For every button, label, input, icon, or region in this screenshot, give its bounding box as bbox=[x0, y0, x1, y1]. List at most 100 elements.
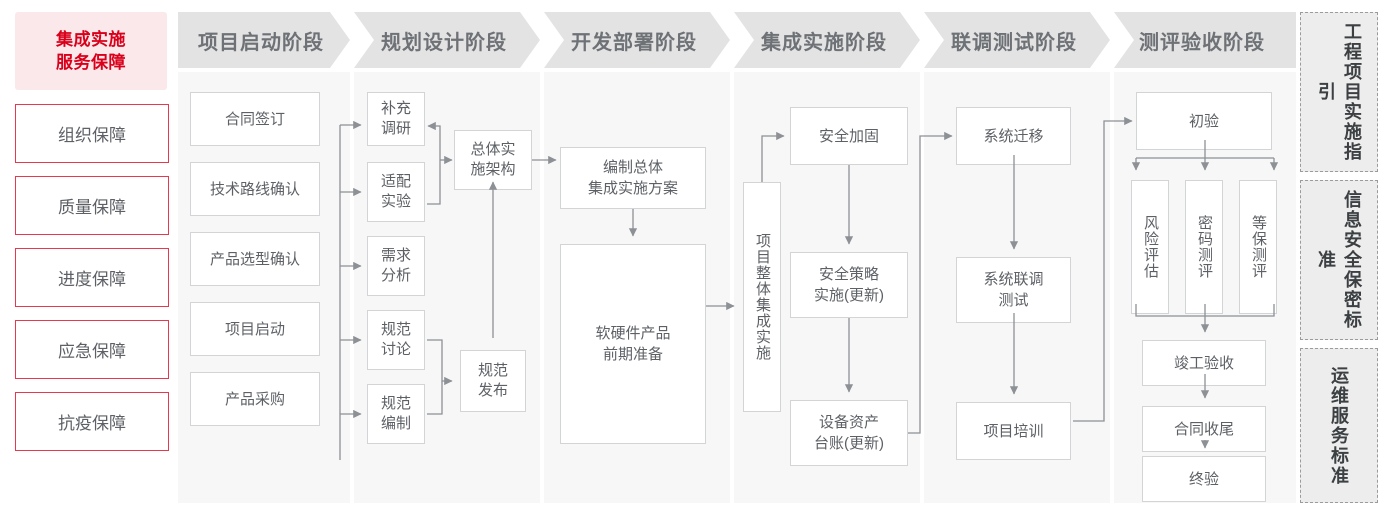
node-contract-signing[interactable]: 合同签订 bbox=[190, 92, 320, 146]
node-system-joint-test[interactable]: 系统联调测试 bbox=[956, 257, 1071, 323]
phase-header-5[interactable]: 联调测试阶段 bbox=[924, 12, 1110, 68]
standard-item-engineering-guideline[interactable]: 工程项目实施指引 bbox=[1300, 12, 1378, 172]
sidebar-item-organization[interactable]: 组织保障 bbox=[15, 104, 169, 163]
chevron-shape-icon bbox=[1114, 12, 1296, 68]
phase-header-1[interactable]: 项目启动阶段 bbox=[178, 12, 350, 68]
node-adaptation-experiment[interactable]: 适配实验 bbox=[367, 162, 425, 222]
node-label-line2: 施架构 bbox=[470, 161, 516, 178]
node-label-line1: 设备资产 bbox=[818, 414, 879, 431]
node-tech-route-confirm[interactable]: 技术路线确认 bbox=[190, 162, 320, 216]
node-label-line2: 实施(更新) bbox=[814, 287, 884, 304]
node-label: 补充调研 bbox=[381, 99, 411, 139]
sidebar-item-schedule[interactable]: 进度保障 bbox=[15, 248, 169, 307]
node-initial-acceptance[interactable]: 初验 bbox=[1136, 92, 1272, 150]
chevron-shape-icon bbox=[544, 12, 730, 68]
node-project-kickoff[interactable]: 项目启动 bbox=[190, 302, 320, 356]
phase-column-5: 联调测试阶段 系统迁移 系统联调测试 项目培训 bbox=[924, 12, 1110, 503]
phase-header-4-label: 集成实施阶段 bbox=[761, 31, 887, 54]
node-label-line1: 编制总体 bbox=[602, 159, 663, 176]
left-sidebar-header-line1: 集成实施 bbox=[56, 30, 126, 49]
node-security-hardening[interactable]: 安全加固 bbox=[790, 107, 908, 165]
node-security-policy-update[interactable]: 安全策略实施(更新) bbox=[790, 252, 908, 318]
node-label: 规范讨论 bbox=[381, 320, 411, 360]
node-label-line1: 规范 bbox=[380, 395, 411, 412]
node-product-procurement[interactable]: 产品采购 bbox=[190, 372, 320, 426]
node-label-line2: 讨论 bbox=[380, 341, 411, 358]
node-spec-drafting[interactable]: 规范编制 bbox=[367, 384, 425, 444]
node-label-line1: 总体实 bbox=[470, 141, 516, 158]
phase-header-4[interactable]: 集成实施阶段 bbox=[734, 12, 920, 68]
node-label: 等保测评 bbox=[1250, 215, 1267, 279]
chevron-shape-icon bbox=[354, 12, 540, 68]
node-mlps-evaluation[interactable]: 等保测评 bbox=[1239, 180, 1277, 314]
node-label: 终验 bbox=[1188, 470, 1219, 488]
node-label-line1: 规范 bbox=[477, 362, 508, 379]
node-spec-release[interactable]: 规范发布 bbox=[460, 350, 526, 412]
phase-header-3[interactable]: 开发部署阶段 bbox=[544, 12, 730, 68]
node-label: 产品采购 bbox=[224, 390, 285, 408]
node-label-line1: 规范 bbox=[380, 321, 411, 338]
node-spec-discussion[interactable]: 规范讨论 bbox=[367, 310, 425, 370]
sidebar-item-emergency[interactable]: 应急保障 bbox=[15, 320, 169, 379]
node-label: 产品选型确认 bbox=[209, 250, 300, 268]
node-label: 技术路线确认 bbox=[209, 180, 300, 198]
phase-header-6-label: 测评验收阶段 bbox=[1139, 31, 1265, 54]
node-label: 合同签订 bbox=[224, 110, 285, 128]
node-label: 初验 bbox=[1188, 112, 1219, 130]
sidebar-item-label: 质量保障 bbox=[58, 198, 126, 217]
node-label-line2: 分析 bbox=[380, 267, 411, 284]
node-label-line2: 前期准备 bbox=[602, 346, 663, 363]
node-overall-integration-plan[interactable]: 编制总体集成实施方案 bbox=[560, 147, 706, 209]
node-label: 软硬件产品前期准备 bbox=[595, 323, 670, 365]
node-requirement-analysis[interactable]: 需求分析 bbox=[367, 236, 425, 296]
node-label-line1: 安全策略 bbox=[818, 266, 879, 283]
node-overall-project-integration[interactable]: 项目整体集成实施 bbox=[743, 182, 781, 412]
node-completion-acceptance[interactable]: 竣工验收 bbox=[1142, 340, 1266, 386]
right-sidebar: 工程项目实施指引 信息安全保密标准 运维服务标准 bbox=[1300, 12, 1378, 503]
node-label: 安全策略实施(更新) bbox=[814, 264, 884, 306]
phase-header-2[interactable]: 规划设计阶段 bbox=[354, 12, 540, 68]
left-sidebar-header: 集成实施服务保障 bbox=[15, 12, 167, 90]
phase-header-5-label: 联调测试阶段 bbox=[951, 31, 1077, 54]
phase-column-6: 测评验收阶段 初验 风险评估 密码测评 等保测评 竣工验收 合同收尾 终验 bbox=[1114, 12, 1296, 503]
node-label-line2: 编制 bbox=[380, 415, 411, 432]
sidebar-item-label: 进度保障 bbox=[58, 270, 126, 289]
node-label: 项目启动 bbox=[224, 320, 285, 338]
phase-header-6[interactable]: 测评验收阶段 bbox=[1114, 12, 1296, 68]
node-label: 合同收尾 bbox=[1173, 420, 1234, 438]
node-overall-impl-architecture[interactable]: 总体实施架构 bbox=[454, 130, 532, 190]
standard-item-infosec-confidentiality[interactable]: 信息安全保密标准 bbox=[1300, 180, 1378, 340]
phase-header-2-label: 规划设计阶段 bbox=[381, 31, 507, 54]
node-label-line2: 发布 bbox=[477, 382, 508, 399]
sidebar-item-label: 应急保障 bbox=[58, 342, 126, 361]
node-asset-ledger-update[interactable]: 设备资产台账(更新) bbox=[790, 400, 908, 466]
phase-column-1: 项目启动阶段 合同签订 技术路线确认 产品选型确认 项目启动 产品采购 bbox=[178, 12, 350, 503]
node-label-line2: 集成实施方案 bbox=[587, 180, 678, 197]
phase-column-3: 开发部署阶段 编制总体集成实施方案 软硬件产品前期准备 bbox=[544, 12, 730, 503]
node-label: 规范编制 bbox=[381, 394, 411, 434]
node-label: 总体实施架构 bbox=[470, 140, 515, 180]
node-label: 需求分析 bbox=[381, 246, 411, 286]
node-label-line1: 补充 bbox=[380, 100, 411, 117]
node-label-line1: 系统联调 bbox=[983, 271, 1044, 288]
phase-header-1-label: 项目启动阶段 bbox=[198, 31, 324, 54]
chevron-shape-icon bbox=[924, 12, 1110, 68]
sidebar-item-label: 组织保障 bbox=[58, 126, 126, 145]
phase-column-2: 规划设计阶段 补充调研 适配实验 需求分析 规范讨论 规范编制 总体实施架构 规… bbox=[354, 12, 540, 503]
node-label-line1: 适配 bbox=[380, 173, 411, 190]
standard-item-ops-service[interactable]: 运维服务标准 bbox=[1300, 348, 1378, 503]
node-final-acceptance[interactable]: 终验 bbox=[1142, 456, 1266, 502]
node-hw-sw-preparation[interactable]: 软硬件产品前期准备 bbox=[560, 244, 706, 444]
sidebar-item-epidemic[interactable]: 抗疫保障 bbox=[15, 392, 169, 451]
node-label: 竣工验收 bbox=[1173, 354, 1234, 372]
node-crypto-evaluation[interactable]: 密码测评 bbox=[1185, 180, 1223, 314]
node-label: 系统联调测试 bbox=[983, 269, 1043, 311]
node-system-migration[interactable]: 系统迁移 bbox=[956, 107, 1071, 165]
node-label: 系统迁移 bbox=[983, 127, 1044, 145]
node-product-select-confirm[interactable]: 产品选型确认 bbox=[190, 232, 320, 286]
node-project-training[interactable]: 项目培训 bbox=[956, 402, 1071, 460]
sidebar-item-quality[interactable]: 质量保障 bbox=[15, 176, 169, 235]
node-supplementary-research[interactable]: 补充调研 bbox=[367, 92, 425, 146]
node-contract-closure[interactable]: 合同收尾 bbox=[1142, 406, 1266, 452]
node-risk-assessment[interactable]: 风险评估 bbox=[1131, 180, 1169, 314]
